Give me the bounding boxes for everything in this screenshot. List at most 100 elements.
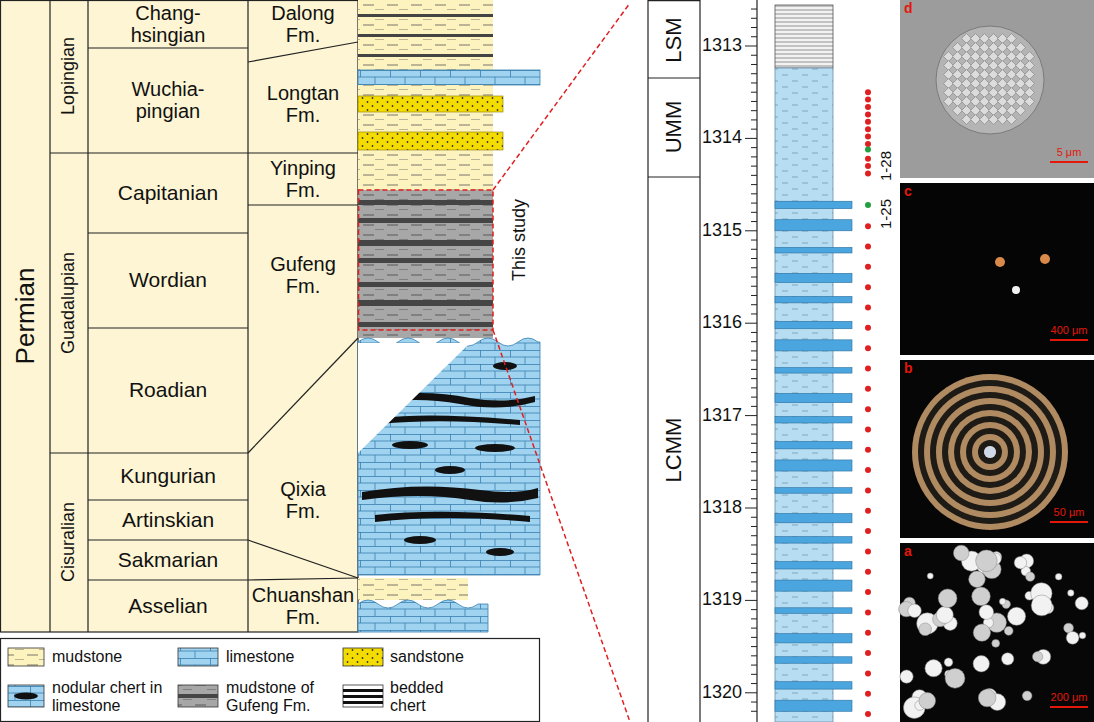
- crystal: [998, 79, 1008, 89]
- sample-dot: [865, 119, 871, 125]
- depth-tick: [751, 175, 757, 176]
- crystal: [1007, 61, 1017, 71]
- crystal: [980, 97, 990, 107]
- sample-dot: [865, 163, 871, 169]
- crystal: [944, 88, 954, 98]
- series-name: Cisuralian: [59, 502, 79, 582]
- limestone-band: [775, 340, 852, 351]
- depth-tick: [751, 489, 757, 490]
- sample-dot: [865, 325, 871, 331]
- photo-a: [900, 543, 1094, 722]
- crystal: [1016, 61, 1026, 71]
- sample-dot: [865, 406, 871, 412]
- crystal: [962, 79, 972, 89]
- depth-tick: [745, 600, 757, 601]
- radiolarian: [973, 624, 990, 641]
- crystal: [1016, 79, 1026, 89]
- table-lines: [50, 0, 358, 632]
- ring-core: [984, 446, 996, 458]
- sample-dot: [865, 345, 871, 351]
- sample-dot: [865, 223, 871, 229]
- crystal: [1007, 52, 1017, 62]
- depth-label: 1314: [702, 128, 742, 148]
- depth-tick: [751, 156, 757, 157]
- crystal: [1025, 97, 1035, 107]
- crystal: [1025, 52, 1035, 62]
- depth-tick: [751, 572, 757, 573]
- ring: [960, 422, 1020, 482]
- depth-tick: [751, 471, 757, 472]
- depth-tick: [751, 526, 757, 527]
- depth-tick: [745, 323, 757, 324]
- series-name: Lopingian: [59, 37, 79, 115]
- panel-letter: a: [904, 544, 912, 559]
- depth-tick: [751, 665, 757, 666]
- radiolarian: [978, 689, 996, 707]
- depth-tick: [751, 286, 757, 287]
- sample-dot: [865, 548, 871, 554]
- crystal: [980, 79, 990, 89]
- limestone-band: [775, 321, 852, 328]
- ring: [930, 392, 1050, 512]
- stage-name: Kungurian: [120, 464, 216, 487]
- radiolarian: [973, 656, 989, 672]
- depth-tick: [745, 415, 757, 416]
- sample-dot: [865, 365, 871, 371]
- sample-dot: [865, 691, 871, 697]
- radiolarian: [936, 606, 953, 623]
- legend-box: [1, 639, 540, 722]
- crystal: [971, 70, 981, 80]
- crystal: [1007, 115, 1017, 125]
- bedded-chert: [775, 5, 833, 68]
- depth-tick: [751, 535, 757, 536]
- sample-dot: [865, 134, 871, 140]
- depth-tick: [751, 369, 757, 370]
- depth-tick: [751, 332, 757, 333]
- legend-text: nodular chert in limestone: [52, 679, 170, 714]
- sample-dot: [865, 264, 871, 270]
- radiolarian: [1004, 626, 1013, 635]
- crystal: [998, 70, 1008, 80]
- grain: [1040, 254, 1050, 264]
- sample-dot: [865, 508, 871, 514]
- crystal: [962, 106, 972, 116]
- radiolarian: [1014, 556, 1026, 568]
- depth-tick: [751, 581, 757, 582]
- crystal: [980, 70, 990, 80]
- limestone-band: [775, 393, 852, 402]
- radiolarian: [1031, 595, 1052, 616]
- ring: [978, 440, 1002, 464]
- crystal: [1016, 106, 1026, 116]
- stage-name: Artinskian: [122, 508, 214, 531]
- radiolarian: [1066, 631, 1079, 644]
- crystal: [962, 61, 972, 71]
- depth-tick: [751, 609, 757, 610]
- depth-tick: [751, 249, 757, 250]
- ring: [966, 428, 1014, 476]
- depth-tick: [751, 618, 757, 619]
- depth-tick: [751, 544, 757, 545]
- crystal: [962, 52, 972, 62]
- stage-name: Capitanian: [118, 181, 218, 204]
- radiolarian: [945, 668, 965, 688]
- formation-name: Qixia Fm.: [280, 478, 326, 522]
- photo-c: [900, 183, 1094, 355]
- legend-text: bedded chert: [390, 679, 452, 714]
- depth-label: 1313: [702, 36, 742, 56]
- radiolarian: [992, 639, 1000, 647]
- depth-tick: [745, 508, 757, 509]
- crystal: [989, 88, 999, 98]
- crystal: [989, 115, 999, 125]
- depth-tick: [751, 36, 757, 37]
- crystal: [1016, 70, 1026, 80]
- depth-tick: [751, 378, 757, 379]
- scale-label: 200 μm: [1051, 691, 1088, 703]
- depth-tick: [751, 184, 757, 185]
- depth-tick: [751, 452, 757, 453]
- crystal: [962, 115, 972, 125]
- depth-tick: [751, 92, 757, 93]
- depth-tick: [751, 277, 757, 278]
- depth-label: 1316: [702, 313, 742, 333]
- crystal: [944, 79, 954, 89]
- depth-tick: [751, 591, 757, 592]
